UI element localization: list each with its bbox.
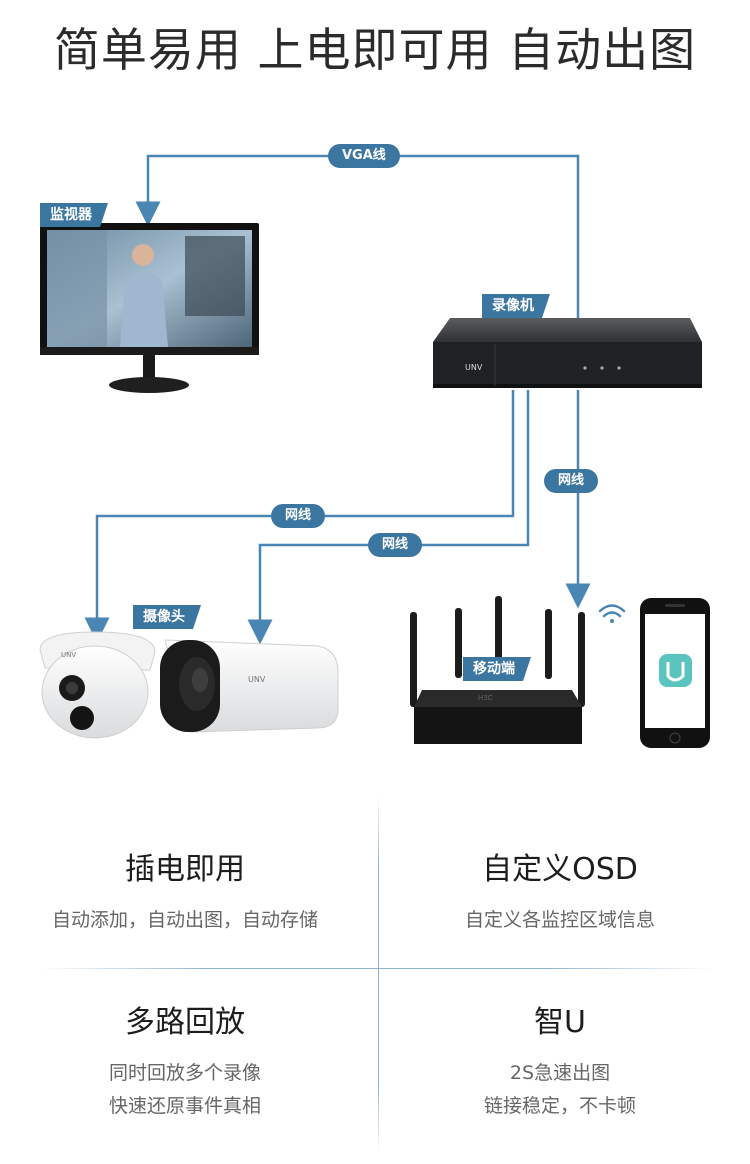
feature-title: 智U [534,1005,586,1040]
router-brand-logo: H3C [478,694,493,702]
mobile-label: 移动端 [463,657,531,681]
feature-desc: 2S急速出图 [509,1062,611,1084]
feature-multi-playback: 多路回放 同时回放多个录像 快速还原事件真相 [0,997,370,1123]
vga-cable-label: VGA线 [328,144,400,168]
feature-grid-horizontal-divider [40,968,715,969]
monitor-image [40,223,259,393]
network-cable-camera2-label: 网线 [368,533,423,557]
feature-desc: 自动添加，自动出图，自动存储 [51,909,318,931]
connection-diagram: UNV UNV UNV H3C [39,154,710,748]
feature-desc: 快速还原事件真相 [108,1095,261,1117]
dome-camera-brand-logo: UNV [61,651,76,659]
wifi-icon [598,604,626,623]
feature-title: 自定义OSD [482,852,638,887]
network-cable-camera1-label: 网线 [271,504,326,528]
monitor-label: 监视器 [40,203,108,227]
recorder-label: 录像机 [482,294,550,318]
feature-custom-osd: 自定义OSD 自定义各监控区域信息 [375,844,745,937]
feature-smart-u: 智U 2S急速出图 链接稳定，不卡顿 [375,997,745,1123]
bullet-camera-image [160,639,339,733]
feature-grid-vertical-divider [378,795,379,1155]
network-cable-mobile-label: 网线 [544,469,599,493]
feature-plug-and-play: 插电即用 自动添加，自动出图，自动存储 [0,844,370,937]
feature-title: 插电即用 [125,852,245,887]
feature-desc: 链接稳定，不卡顿 [483,1095,636,1117]
feature-title: 多路回放 [125,1005,245,1040]
router-image [410,596,585,744]
feature-desc: 自定义各监控区域信息 [464,909,655,931]
feature-desc: 同时回放多个录像 [108,1062,261,1084]
recorder-image [433,318,702,388]
page-headline: 简单易用 上电即可用 自动出图 [53,23,697,77]
smartphone-image [640,598,710,748]
recorder-brand-logo: UNV [465,363,483,372]
camera-label: 摄像头 [133,605,201,629]
bullet-camera-brand-logo: UNV [248,675,266,684]
dome-camera-image [39,631,156,739]
